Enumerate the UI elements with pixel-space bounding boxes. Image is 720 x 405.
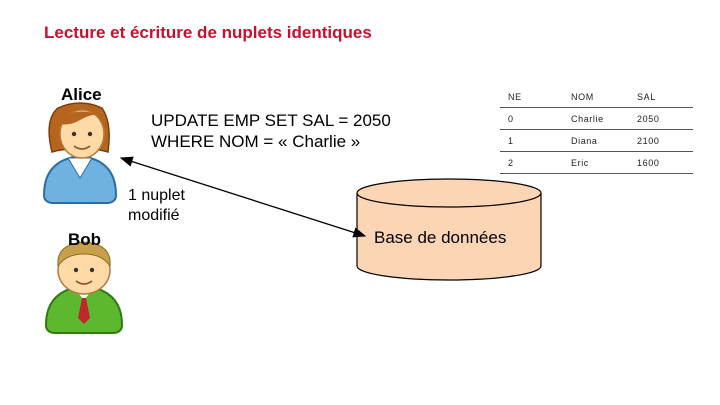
table-cell: 2100: [629, 129, 693, 152]
table-cell: 1: [500, 129, 563, 152]
column-header-nom: NOM: [563, 86, 629, 108]
column-header-ne: NE: [500, 86, 563, 108]
result-line-2: modifié: [128, 207, 180, 224]
alice-user-icon: [42, 102, 118, 204]
table-row: 2 Eric 1600: [500, 151, 693, 174]
emp-table: NE NOM SAL 0 Charlie 2050 1 Diana 2100 2…: [500, 86, 693, 174]
database-label: Base de données: [374, 228, 507, 247]
table-cell: 2050: [629, 107, 693, 130]
table-cell: 0: [500, 107, 563, 130]
alice-label: Alice: [61, 85, 102, 104]
result-line-1: 1 nuplet: [128, 187, 185, 204]
column-header-sal: SAL: [629, 86, 693, 108]
bob-label: Bob: [68, 230, 102, 249]
table-cell: 2: [500, 151, 563, 174]
sql-line-1: UPDATE EMP SET SAL = 2050: [151, 111, 391, 130]
table-row: 0 Charlie 2050: [500, 107, 693, 130]
sql-request: UPDATE EMP SET SAL = 2050 WHERE NOM = « …: [151, 110, 391, 152]
table-row: 1 Diana 2100: [500, 129, 693, 152]
table-cell: Charlie: [563, 107, 629, 130]
database-cylinder-icon: [356, 178, 542, 281]
table-header-row: NE NOM SAL: [500, 86, 693, 108]
table-cell: 1600: [629, 151, 693, 174]
slide-title: Lecture et écriture de nuplets identique…: [44, 23, 372, 42]
table-cell: Eric: [563, 151, 629, 174]
bob-user-icon: [44, 241, 124, 334]
sql-line-2: WHERE NOM = « Charlie »: [151, 132, 361, 151]
double-arrow: [119, 156, 367, 238]
update-result: 1 nuplet modifié: [128, 186, 185, 226]
table-cell: Diana: [563, 129, 629, 152]
